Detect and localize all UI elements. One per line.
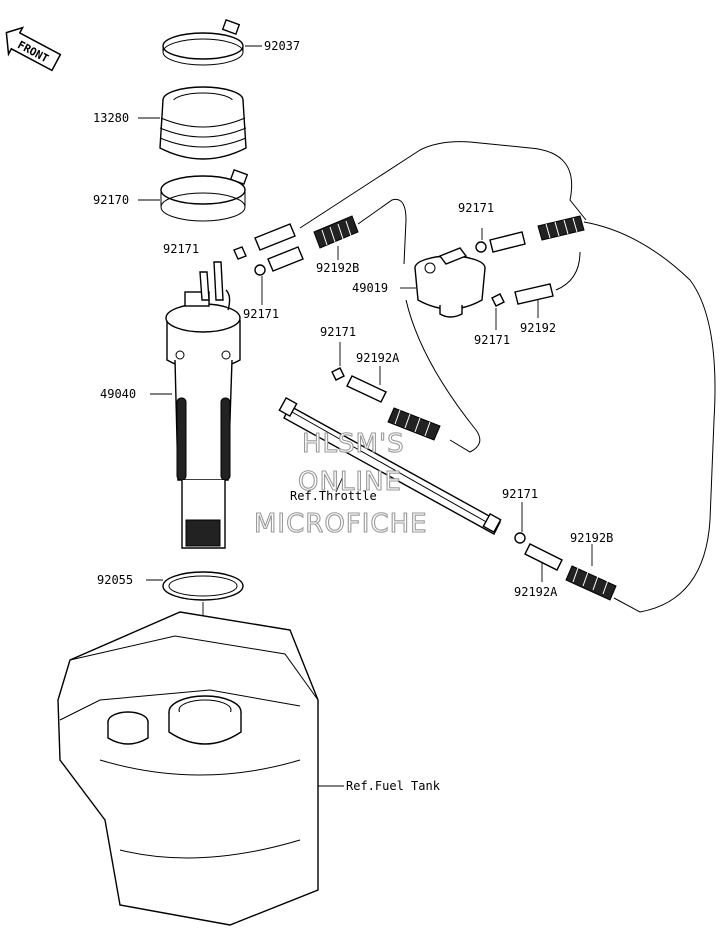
boot-13280 — [159, 86, 247, 160]
clamp-92170 — [160, 169, 249, 222]
clip-92171-c — [475, 241, 487, 253]
callout-92170: 92170 — [93, 193, 129, 207]
hose-near-filter — [489, 231, 554, 305]
clip-92171-a — [233, 246, 247, 260]
callout-92192A-b: 92192A — [514, 585, 558, 599]
ref-throttle: Ref.Throttle — [290, 489, 377, 503]
callout-92171-b: 92171 — [243, 307, 279, 321]
fuel-pump-49040 — [165, 261, 241, 549]
watermark-line1: HLSM'S — [302, 429, 405, 459]
spring-hose-mid — [387, 407, 441, 441]
callout-49019: 49019 — [352, 281, 388, 295]
hose-92192A-mid — [346, 375, 387, 403]
watermark-line3: MICROFICHE — [254, 509, 428, 539]
spring-hose-92192B-upper — [313, 215, 359, 249]
ref-fuel-tank: Ref.Fuel Tank — [346, 779, 441, 793]
watermark: HLSM'S ONLINE MICROFICHE — [253, 428, 428, 539]
callout-92192: 92192 — [520, 321, 556, 335]
fuel-filter-49019 — [414, 247, 486, 318]
hose-route-top — [299, 141, 587, 229]
hose-route-right — [583, 221, 716, 613]
callout-92192B-b: 92192B — [570, 531, 613, 545]
spring-hose-upper-right — [537, 215, 585, 241]
clamp-92037 — [162, 19, 244, 66]
callout-13280: 13280 — [93, 111, 129, 125]
callout-49040: 49040 — [100, 387, 136, 401]
callout-92037: 92037 — [264, 39, 300, 53]
callout-92055: 92055 — [97, 573, 133, 587]
front-arrow-badge: FRONT — [5, 26, 62, 72]
callout-92171-c: 92171 — [458, 201, 494, 215]
watermark-line2: ONLINE — [298, 467, 402, 497]
callout-92192B-a: 92192B — [316, 261, 359, 275]
hose-route-right-small — [555, 251, 581, 291]
clip-92171-f — [514, 532, 526, 544]
callout-92171-e: 92171 — [320, 325, 356, 339]
gasket-92055 — [162, 571, 244, 601]
hose-92192A-lower — [524, 543, 563, 571]
callout-92171-f: 92171 — [502, 487, 538, 501]
spring-hose-lower — [565, 565, 617, 601]
hose-short-upper — [254, 223, 304, 272]
callout-92171-a: 92171 — [163, 242, 199, 256]
hose-route-filter — [357, 198, 407, 265]
clip-92171-d — [491, 293, 505, 307]
fuel-tank — [57, 611, 319, 926]
callout-92192A-a: 92192A — [356, 351, 400, 365]
clip-92171-e — [331, 367, 345, 381]
throttle-rail — [278, 397, 502, 535]
clip-92171-b — [254, 264, 266, 276]
hose-route-mid — [405, 299, 481, 453]
callout-92171-d: 92171 — [474, 333, 510, 347]
